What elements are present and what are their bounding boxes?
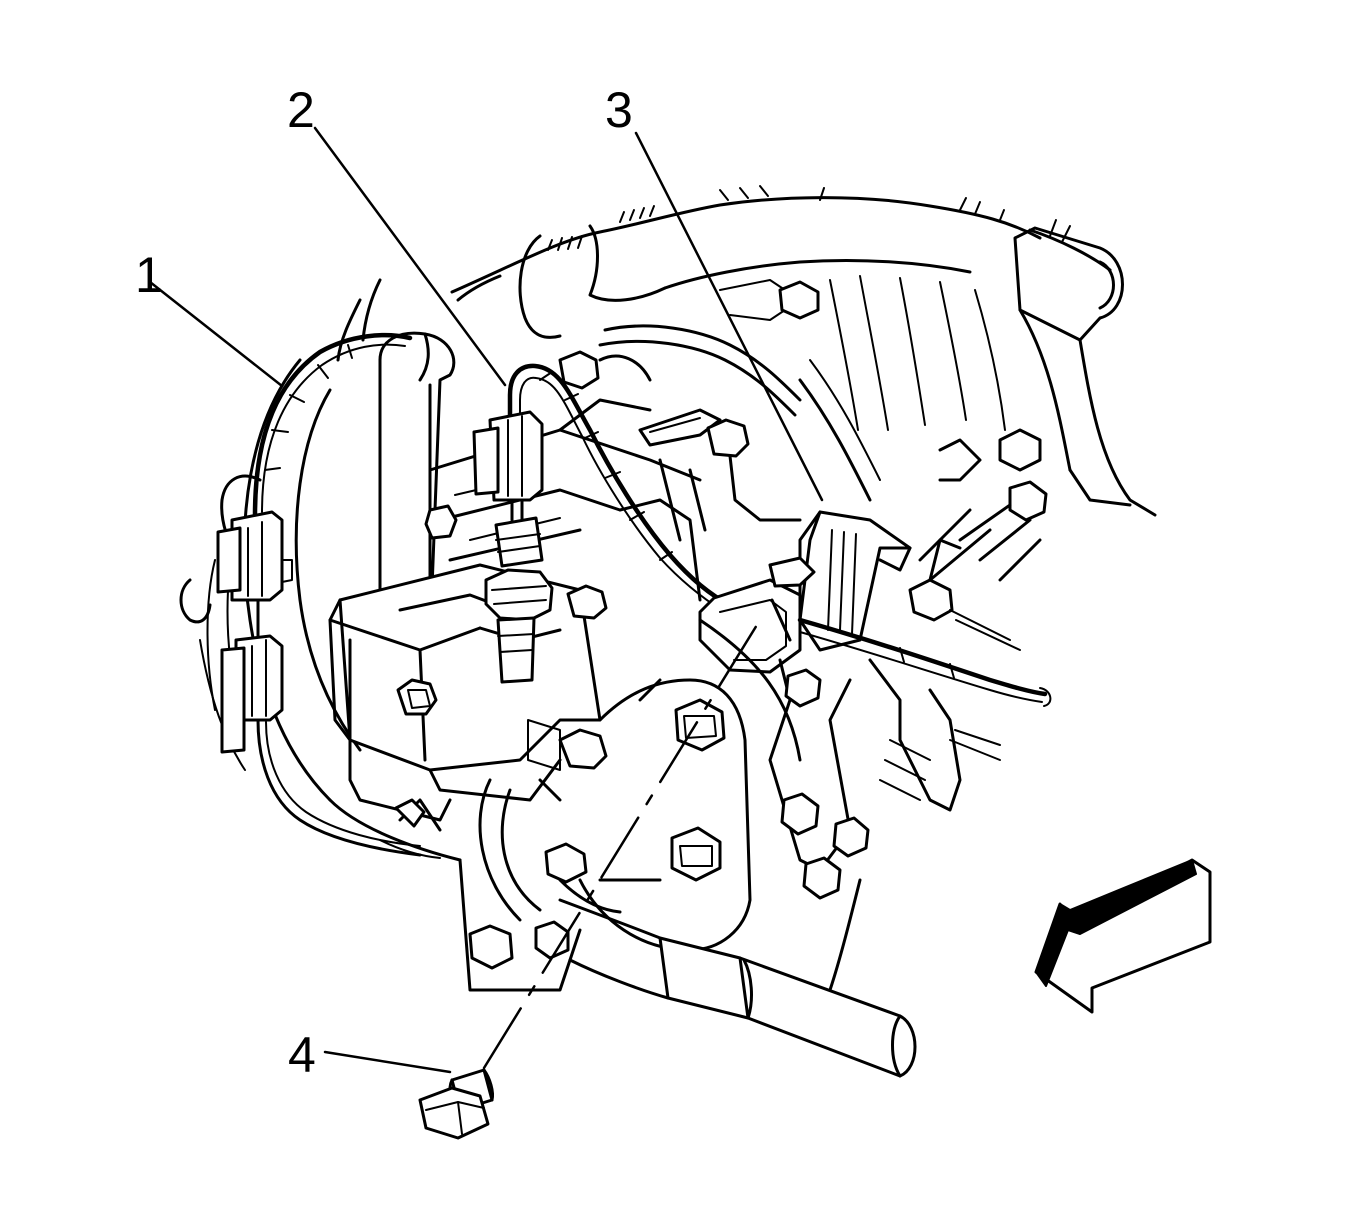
block-bolts <box>396 504 608 771</box>
callout-labels: 1 2 3 4 <box>135 82 633 1083</box>
leader-2 <box>313 126 507 387</box>
leader-4-axis <box>482 618 762 1070</box>
leader-lines <box>148 126 824 1074</box>
connector-lower-left <box>220 598 422 857</box>
direction-arrow-icon <box>1034 858 1212 1014</box>
leader-1 <box>148 280 284 388</box>
callout-2: 2 <box>287 82 315 138</box>
injector-parts <box>558 279 1048 651</box>
bolt-4 <box>418 1068 494 1140</box>
sensor-2-wire <box>507 363 733 613</box>
callout-1: 1 <box>135 247 163 303</box>
leader-3 <box>634 131 824 502</box>
bracket-3 <box>798 510 912 652</box>
harness-wire-1 <box>252 332 413 518</box>
callout-3: 3 <box>605 82 633 138</box>
sensor-2-connector <box>472 410 554 684</box>
connector-upper-left <box>216 510 293 602</box>
intake-manifold-outline <box>450 185 1157 517</box>
callout-4: 4 <box>288 1027 316 1083</box>
leader-4 <box>323 1050 452 1074</box>
bottom-tube <box>558 898 917 1078</box>
lower-bracket <box>698 618 1001 992</box>
engine-lower-block <box>379 678 752 992</box>
